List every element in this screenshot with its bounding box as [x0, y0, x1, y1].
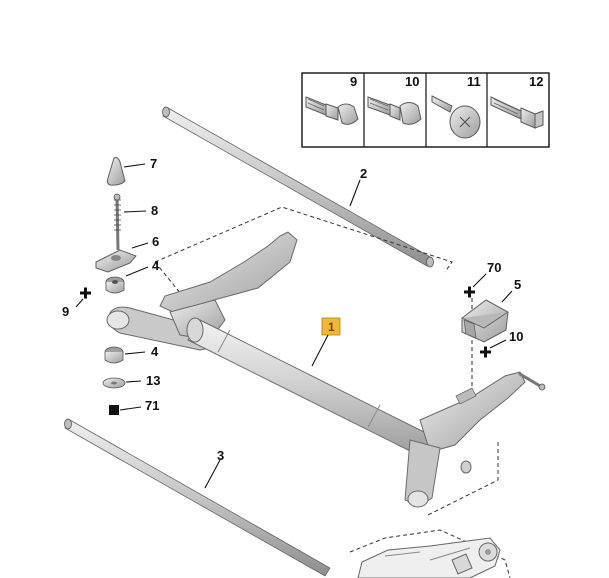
inset-label-12: 12: [529, 74, 543, 89]
inset-label-11: 11: [467, 74, 481, 89]
fastener-marker-71: [109, 405, 119, 415]
flange-bolt-10[interactable]: [367, 96, 422, 125]
fastener-inset: 9 10 11 12: [301, 72, 550, 148]
fastener-marker-9: [80, 287, 91, 299]
callout-6: 6: [152, 234, 159, 249]
mounting-bracket-5[interactable]: [461, 299, 509, 343]
callout-7: 7: [150, 156, 157, 171]
callout-3: 3: [217, 448, 224, 463]
callout-5: 5: [514, 277, 521, 292]
reference-outline-left: [154, 206, 453, 306]
fastener-marker-10: [480, 346, 491, 358]
inset-label-10: 10: [405, 74, 419, 89]
bracket-6[interactable]: [95, 249, 137, 273]
callout-4-lower: 4: [151, 344, 159, 359]
rubber-bush-4-lower[interactable]: [104, 346, 124, 364]
fastener-marker-70: [464, 286, 475, 298]
partial-assembly-bottom: [349, 529, 511, 578]
callout-8: 8: [151, 203, 158, 218]
threaded-stud-8[interactable]: [113, 193, 121, 251]
hex-screw-12[interactable]: [490, 96, 544, 129]
key-part-badge-1[interactable]: 1: [321, 317, 341, 336]
callout-13: 13: [146, 373, 160, 388]
inset-label-9: 9: [350, 74, 357, 89]
rubber-bush-4-upper[interactable]: [105, 276, 125, 294]
callout-4-upper: 4: [152, 258, 160, 273]
callout-70: 70: [487, 260, 501, 275]
flange-bolt-9[interactable]: [305, 96, 359, 125]
rod-3[interactable]: [64, 418, 331, 577]
callout-10: 10: [509, 329, 523, 344]
bump-cap-7[interactable]: [106, 157, 126, 186]
pan-head-screw-11[interactable]: [431, 95, 481, 139]
callout-71: 71: [145, 398, 159, 413]
callout-1: 1: [328, 320, 335, 334]
callout-9: 9: [62, 304, 69, 319]
axle-beam-1[interactable]: [106, 231, 546, 508]
callout-2: 2: [360, 166, 367, 181]
rod-2[interactable]: [162, 106, 434, 268]
washer-13[interactable]: [102, 377, 126, 389]
